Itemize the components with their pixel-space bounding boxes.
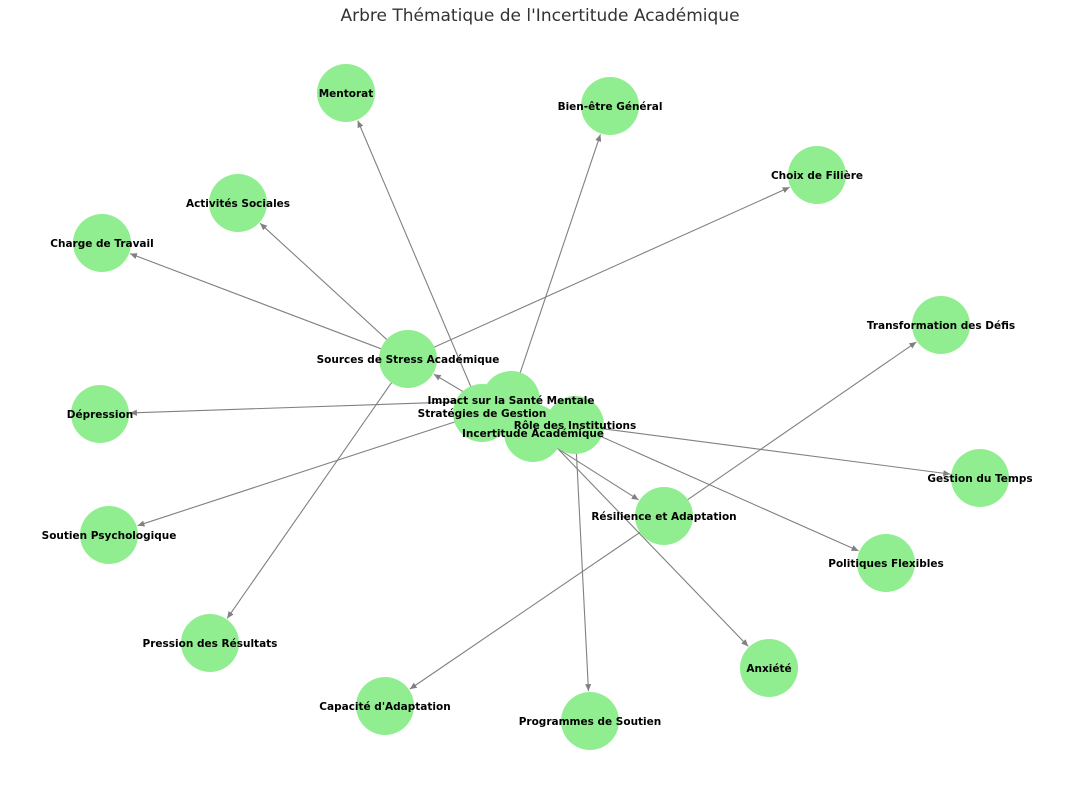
node-soutienpsy xyxy=(80,506,138,564)
node-capacite xyxy=(356,677,414,735)
node-label-depression: Dépression xyxy=(67,409,133,421)
node-label-pression: Pression des Résultats xyxy=(143,638,278,650)
edge-stress-to-choix xyxy=(413,186,790,358)
edge-resilience-to-transformation xyxy=(668,341,917,514)
node-label-bienetre: Bien-être Général xyxy=(558,101,663,113)
node-label-anxiete: Anxiété xyxy=(746,663,791,675)
node-label-institutions: Rôle des Institutions xyxy=(514,420,637,432)
diagram-title: Arbre Thématique de l'Incertitude Académ… xyxy=(340,6,739,26)
edge-stress-to-activites xyxy=(259,222,404,356)
node-label-choix: Choix de Filière xyxy=(771,170,863,182)
node-institutions xyxy=(546,396,604,454)
edge-sante-to-bienetre xyxy=(512,134,602,395)
node-label-soutienpsy: Soutien Psychologique xyxy=(42,530,177,542)
node-label-mentorat: Mentorat xyxy=(319,88,374,100)
node-strategies xyxy=(453,384,511,442)
node-label-resilience: Résilience et Adaptation xyxy=(591,511,736,523)
node-label-incertitude: Incertitude Académique xyxy=(462,428,604,440)
node-depression xyxy=(71,385,129,443)
node-label-capacite: Capacité d'Adaptation xyxy=(319,701,450,713)
node-politiques xyxy=(857,534,915,592)
node-charge xyxy=(73,214,131,272)
edge-stress-to-charge xyxy=(129,253,403,358)
edge-stress-to-pression xyxy=(226,363,406,619)
node-pression xyxy=(181,614,239,672)
node-mentorat xyxy=(317,64,375,122)
node-anxiete xyxy=(740,639,798,697)
edge-institutions-to-politiques xyxy=(580,426,859,552)
node-label-transformation: Transformation des Défis xyxy=(867,320,1015,332)
edge-strategies-to-mentorat xyxy=(357,120,481,408)
node-label-programmes: Programmes de Soutien xyxy=(519,716,662,728)
node-bienetre xyxy=(581,77,639,135)
node-stress xyxy=(379,330,437,388)
node-activites xyxy=(209,174,267,232)
node-transformation xyxy=(912,296,970,354)
node-label-charge: Charge de Travail xyxy=(50,238,153,250)
node-resilience xyxy=(635,487,693,545)
edge-sante-to-depression xyxy=(129,399,506,416)
edge-resilience-to-capacite xyxy=(409,518,660,690)
nodes-layer: Incertitude Académique Sources de Stress … xyxy=(42,64,1033,750)
node-label-stress: Sources de Stress Académique xyxy=(317,354,500,366)
node-gestiontemps xyxy=(951,449,1009,507)
node-label-gestiontemps: Gestion du Temps xyxy=(927,473,1032,485)
node-label-politiques: Politiques Flexibles xyxy=(828,558,944,570)
node-choix xyxy=(788,146,846,204)
edge-strategies-to-soutienpsy xyxy=(137,414,477,527)
node-label-strategies: Stratégies de Gestion xyxy=(418,408,547,420)
node-label-sante: Impact sur la Santé Mentale xyxy=(427,395,594,407)
node-programmes xyxy=(561,692,619,750)
node-label-activites: Activités Sociales xyxy=(186,198,290,210)
edge-institutions-to-programmes xyxy=(574,430,592,692)
